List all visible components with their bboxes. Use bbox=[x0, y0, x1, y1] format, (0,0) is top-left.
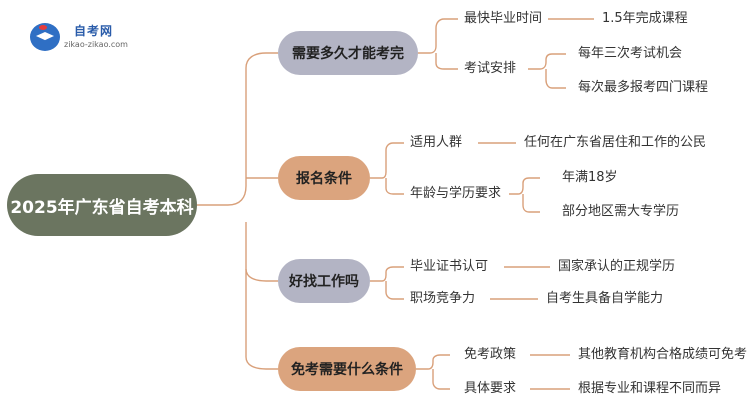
logo-name: 自考网 bbox=[74, 24, 114, 38]
detail-exemption-policy: 其他教育机构合格成绩可免考 bbox=[578, 347, 748, 362]
topic-age-education: 年龄与学历要求 bbox=[410, 186, 502, 201]
logo-url: zikao-zikao.com bbox=[64, 40, 128, 49]
detail-specific-requirements: 根据专业和课程不同而异 bbox=[578, 381, 722, 396]
detail-course-time: 1.5年完成课程 bbox=[602, 11, 688, 26]
detail-diploma-recognition: 国家承认的正规学历 bbox=[558, 259, 676, 274]
detail-exam-frequency: 每年三次考试机会 bbox=[578, 46, 683, 61]
detail-exam-limit: 每次最多报考四门课程 bbox=[578, 80, 709, 95]
detail-competitiveness: 自考生具备自学能力 bbox=[546, 291, 664, 306]
graduation-cap-icon bbox=[30, 23, 60, 51]
mindmap-root: 2025年广东省自考本科 bbox=[7, 174, 197, 236]
branch-registration: 报名条件 bbox=[278, 156, 370, 200]
detail-age: 年满18岁 bbox=[562, 170, 618, 185]
topic-specific-requirements: 具体要求 bbox=[464, 381, 517, 396]
site-logo[interactable]: 自考网 zikao-zikao.com bbox=[30, 19, 140, 53]
topic-exemption-policy: 免考政策 bbox=[464, 347, 517, 362]
topic-exam-schedule: 考试安排 bbox=[464, 61, 517, 76]
topic-eligible-people: 适用人群 bbox=[410, 135, 463, 150]
detail-education: 部分地区需大专学历 bbox=[562, 204, 680, 219]
topic-diploma-recognition: 毕业证书认可 bbox=[410, 259, 489, 274]
branch-duration: 需要多久才能考完 bbox=[278, 31, 418, 75]
branch-employment: 好找工作吗 bbox=[278, 259, 370, 303]
topic-competitiveness: 职场竞争力 bbox=[410, 291, 476, 306]
topic-fastest-graduation: 最快毕业时间 bbox=[464, 11, 543, 26]
detail-eligible-people: 任何在广东省居住和工作的公民 bbox=[524, 135, 707, 150]
branch-exemption: 免考需要什么条件 bbox=[278, 347, 416, 391]
